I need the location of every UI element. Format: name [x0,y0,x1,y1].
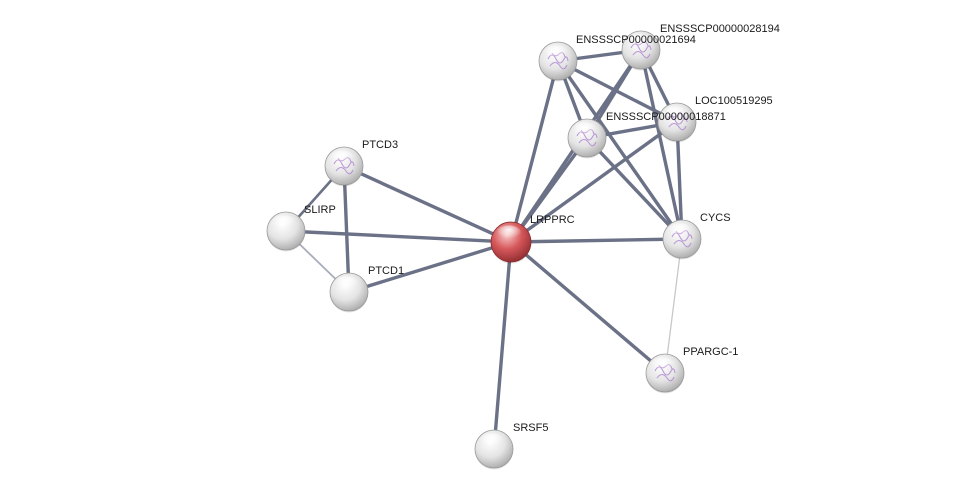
node-cycs[interactable] [662,219,702,260]
edge-lrpprc-ppargc-1[interactable] [509,240,667,375]
edge-lrpprc-cycs[interactable] [509,237,684,244]
label-srsf5: SRSF5 [513,422,548,434]
label-ptcd3: PTCD3 [362,139,398,151]
node-ptcd3[interactable] [324,146,364,187]
nodes-layer [266,30,702,470]
node-enssscp00000018871[interactable] [567,118,607,159]
edges-layer [284,48,684,451]
label-cycs: CYCS [700,212,731,224]
edge-enssscp00000028194-cycs[interactable] [639,48,684,241]
label-slirp: SLIRP [304,204,336,216]
node-ppargc-1[interactable] [645,353,685,394]
edge-ptcd3-ptcd1[interactable] [342,164,351,294]
edge-lrpprc-enssscp00000021694[interactable] [509,59,560,244]
edge-lrpprc-ptcd3[interactable] [342,164,513,244]
edge-lrpprc-ptcd1[interactable] [347,240,513,294]
label-enssscp00000028194: ENSSSCP00000028194 [660,23,780,35]
edge-enssscp00000018871-cycs[interactable] [585,136,684,241]
edge-cycs-ppargc-1[interactable] [664,238,683,374]
edge-lrpprc-loc100519295[interactable] [509,120,679,244]
label-loc100519295: LOC100519295 [695,95,773,107]
node-slirp[interactable] [266,211,306,252]
edge-lrpprc-slirp[interactable] [284,229,513,244]
label-ppargc-1: PPARGC-1 [683,346,738,358]
label-enssscp00000018871: ENSSSCP00000018871 [606,111,726,123]
edge-enssscp00000021694-cycs[interactable] [556,59,684,241]
edge-lrpprc-srsf5[interactable] [492,240,513,451]
label-enssscp00000021694: ENSSSCP00000021694 [576,34,696,46]
edge-loc100519295-cycs[interactable] [675,120,684,241]
label-ptcd1: PTCD1 [368,265,404,277]
node-ptcd1[interactable] [329,272,369,313]
node-srsf5[interactable] [474,429,514,470]
node-lrpprc[interactable] [490,221,532,264]
label-lrpprc: LRPPRC [530,214,575,226]
node-enssscp00000028194[interactable] [621,30,661,71]
node-loc100519295[interactable] [657,102,697,143]
node-enssscp00000021694[interactable] [538,41,578,82]
